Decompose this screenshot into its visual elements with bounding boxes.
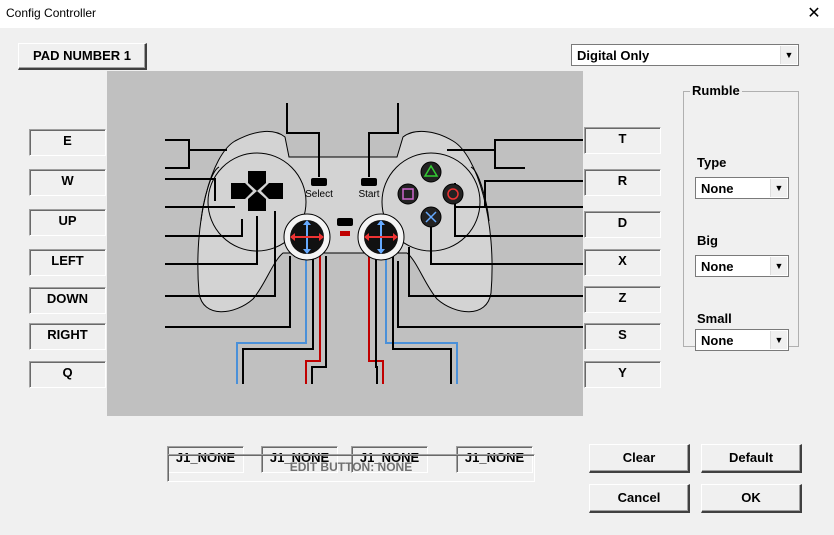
key-button-right[interactable]: RIGHT [29,323,106,350]
rumble-small-label: Small [697,311,732,326]
mode-select-value: Digital Only [577,48,650,63]
rumble-big-label: Big [697,233,718,248]
rumble-type-value: None [701,181,734,196]
stick-button-1[interactable]: J1_NONE [167,446,244,473]
stick-button-3[interactable]: J1_NONE [351,446,428,473]
key-button-q[interactable]: Q [29,361,106,388]
select-label: Select [305,189,333,200]
key-button-d[interactable]: D [584,211,661,238]
key-button-s[interactable]: S [584,323,661,350]
left-stick-cables [236,256,327,384]
rumble-small-select[interactable]: None ▼ [695,329,789,351]
rumble-type-label: Type [697,155,727,170]
connector-lines-left [165,103,399,328]
connector-lines-right [397,139,583,328]
mode-select[interactable]: Digital Only ▼ [571,44,799,66]
key-button-left[interactable]: LEFT [29,249,106,276]
start-label: Start [358,189,379,200]
chevron-down-icon: ▼ [770,331,787,349]
dpad-icon [231,171,283,211]
stick-button-4[interactable]: J1_NONE [456,446,533,473]
chevron-down-icon: ▼ [780,46,797,64]
key-button-y[interactable]: Y [584,361,661,388]
controller-diagram: Select Start [107,71,583,416]
key-button-r[interactable]: R [584,169,661,196]
rumble-group-title: Rumble [690,83,742,98]
left-stick-icon [283,213,331,261]
key-button-e[interactable]: E [29,129,106,156]
key-button-t[interactable]: T [584,127,661,154]
pad-number-button[interactable]: PAD NUMBER 1 [18,43,147,70]
key-button-z[interactable]: Z [584,286,661,313]
start-button-icon [361,178,377,186]
rumble-big-select[interactable]: None ▼ [695,255,789,277]
key-button-w[interactable]: W [29,169,106,196]
right-stick-icon [357,213,405,261]
right-stick-cables [368,256,458,384]
stick-button-2[interactable]: J1_NONE [261,446,338,473]
rumble-group [683,91,799,347]
ok-button[interactable]: OK [701,484,802,513]
edit-status-box: EDIT BUTTON: NONE [167,454,535,482]
chevron-down-icon: ▼ [770,257,787,275]
select-button-icon [311,178,327,186]
rumble-small-value: None [701,333,734,348]
cancel-button[interactable]: Cancel [589,484,690,513]
key-button-down[interactable]: DOWN [29,287,106,314]
default-button[interactable]: Default [701,444,802,473]
key-button-x[interactable]: X [584,249,661,276]
title-bar: Config Controller ✕ [0,0,834,28]
controller-svg: Select Start [165,103,583,384]
rumble-type-select[interactable]: None ▼ [695,177,789,199]
analog-led-icon [340,231,350,236]
key-button-up[interactable]: UP [29,209,106,236]
rumble-big-value: None [701,259,734,274]
window-title: Config Controller [6,6,97,20]
chevron-down-icon: ▼ [770,179,787,197]
face-buttons [397,161,464,228]
close-icon[interactable]: ✕ [807,5,821,22]
analog-button-icon [337,218,353,226]
clear-button[interactable]: Clear [589,444,690,473]
